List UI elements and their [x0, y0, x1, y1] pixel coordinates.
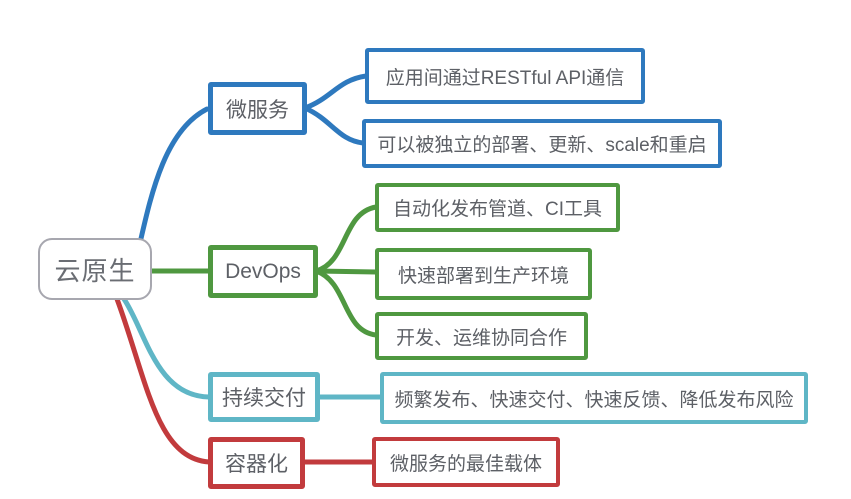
edge-devops-child2 — [313, 268, 379, 275]
node-devops-child-1[interactable]: 自动化发布管道、CI工具 — [375, 183, 620, 232]
node-root[interactable]: 云原生 — [38, 238, 152, 300]
edge-microservices-child1 — [302, 73, 369, 111]
node-branch-devops[interactable]: DevOps — [208, 245, 318, 298]
node-continuous-delivery-child-1[interactable]: 频繁发布、快速交付、快速反馈、降低发布风险 — [380, 372, 808, 424]
edge-root-containerization — [114, 296, 212, 465]
node-branch-microservices[interactable]: 微服务 — [208, 82, 307, 135]
edge-devops-child3 — [313, 268, 379, 338]
node-branch-containerization[interactable]: 容器化 — [208, 437, 305, 489]
node-containerization-child-1[interactable]: 微服务的最佳载体 — [372, 437, 560, 487]
edge-microservices-child2 — [302, 105, 366, 146]
node-microservices-child-2[interactable]: 可以被独立的部署、更新、scale和重启 — [362, 119, 722, 168]
node-devops-child-3[interactable]: 开发、运维协同合作 — [375, 312, 588, 360]
node-branch-continuous-delivery[interactable]: 持续交付 — [208, 372, 320, 422]
edge-root-microservices — [137, 106, 210, 246]
edge-root-continuous-delivery — [121, 296, 212, 400]
node-devops-child-2[interactable]: 快速部署到生产环境 — [375, 248, 592, 300]
node-microservices-child-1[interactable]: 应用间通过RESTful API通信 — [365, 48, 645, 104]
edge-devops-child1 — [313, 204, 379, 274]
